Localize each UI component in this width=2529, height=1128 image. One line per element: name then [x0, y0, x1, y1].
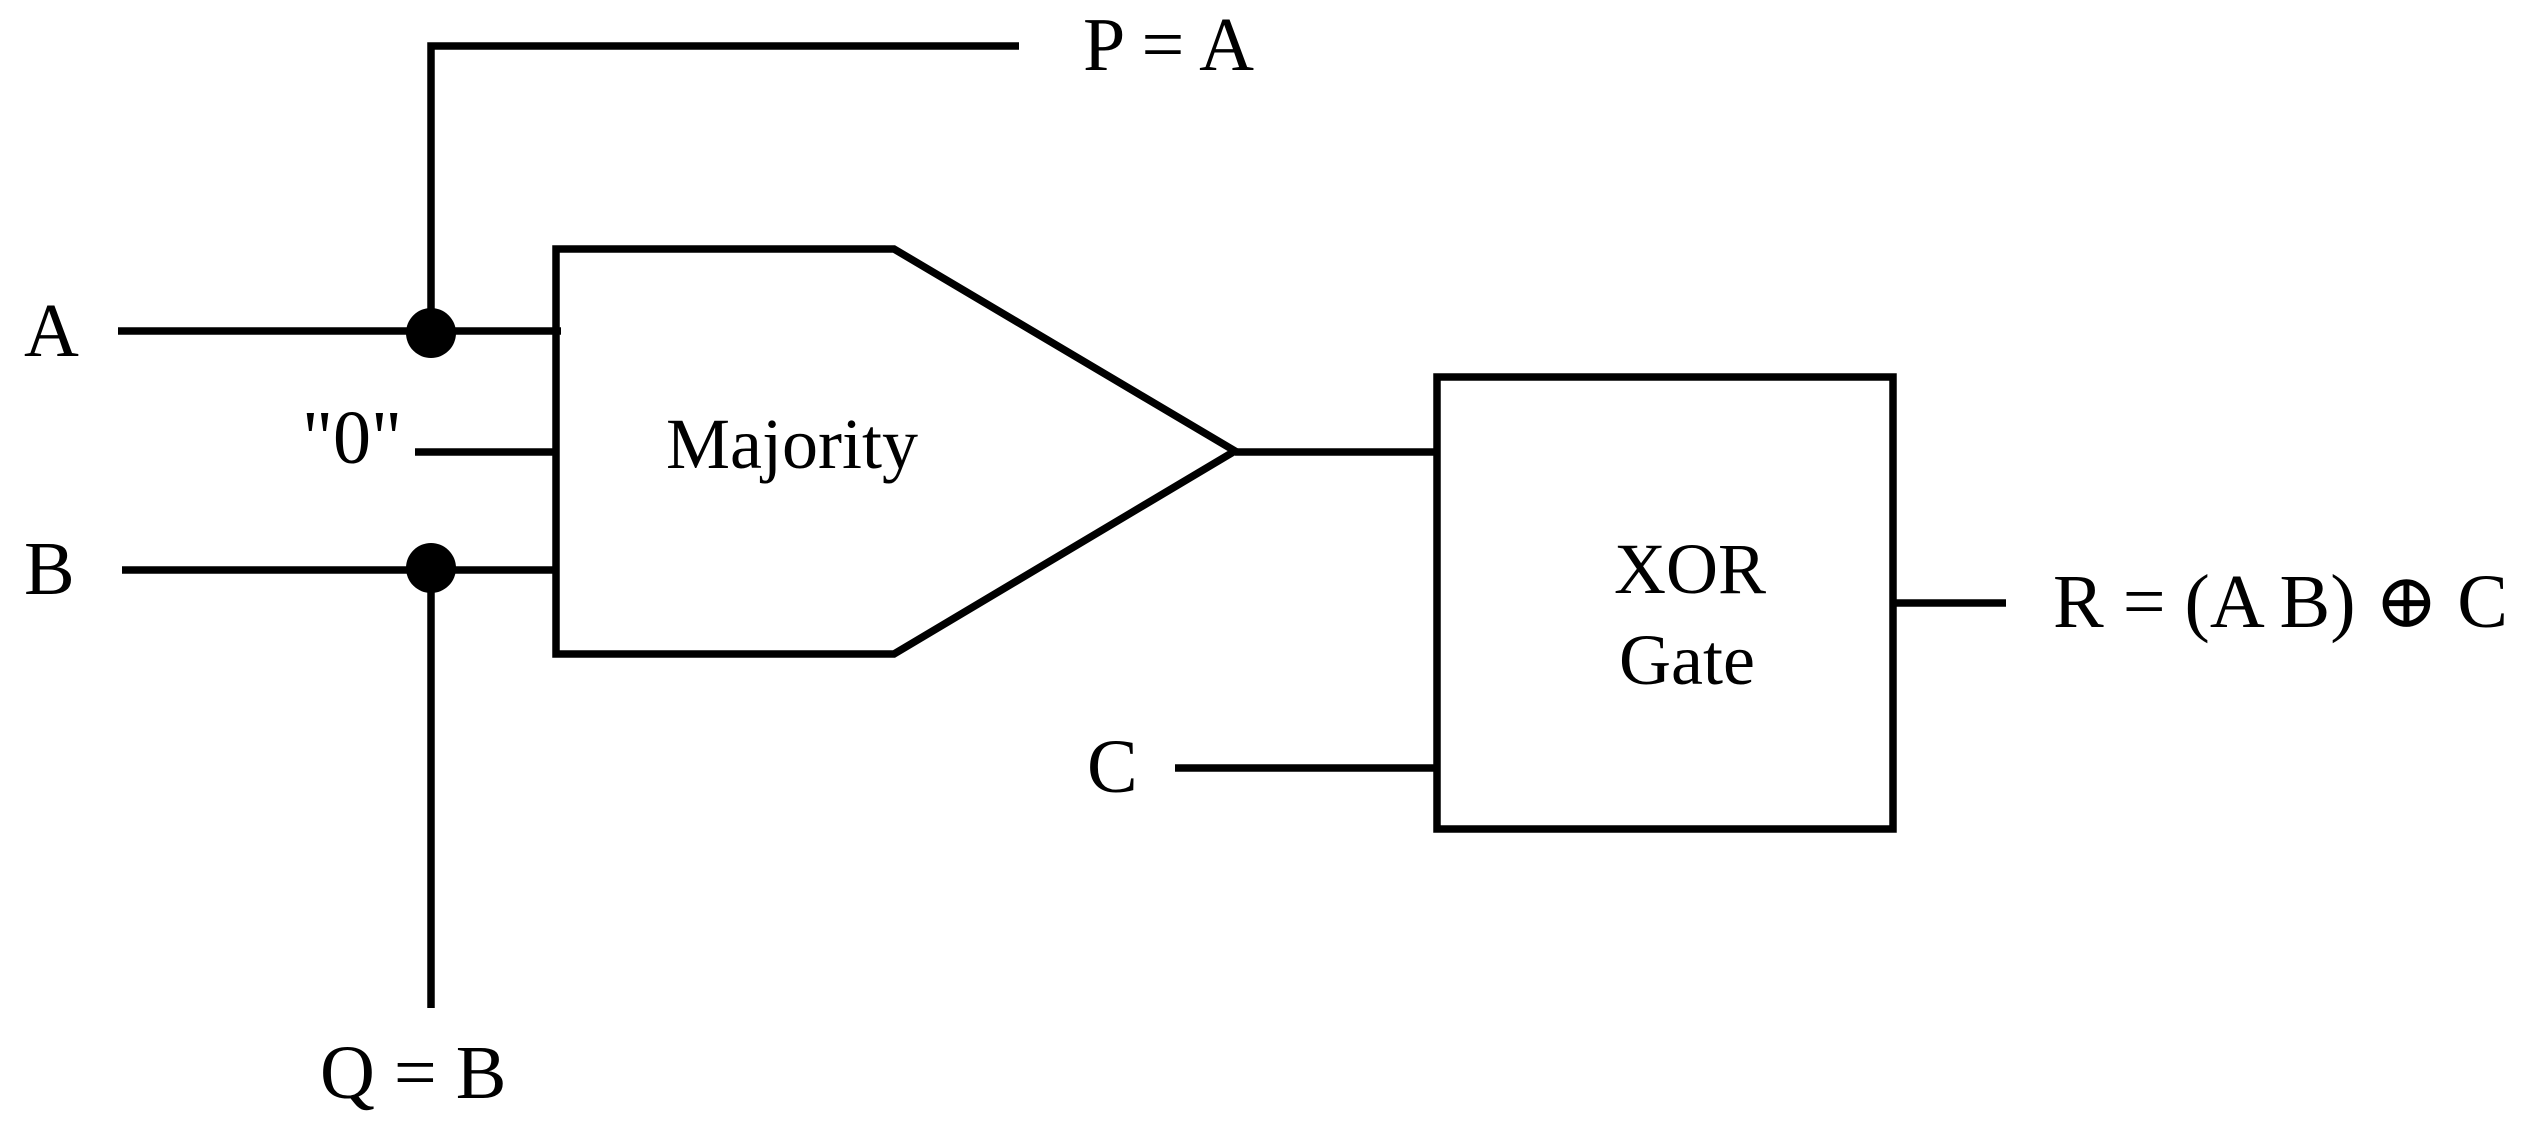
- junction-a: [406, 308, 456, 358]
- junction-b: [406, 543, 456, 593]
- label-output-p: P = A: [1083, 3, 1254, 87]
- label-output-q: Q = B: [320, 1031, 506, 1115]
- label-xor-line1: XOR: [1614, 529, 1766, 609]
- majority-gate: [552, 245, 1243, 658]
- label-input-b: B: [24, 527, 75, 611]
- label-majority: Majority: [666, 404, 918, 484]
- label-input-a: A: [24, 289, 79, 373]
- label-input-c: C: [1087, 725, 1138, 809]
- label-xor-line2: Gate: [1619, 620, 1755, 700]
- wire-p-branch: [427, 42, 1019, 335]
- label-input-zero: "0": [302, 396, 402, 480]
- label-output-r: R = (A B) ⊕ C: [2053, 560, 2508, 644]
